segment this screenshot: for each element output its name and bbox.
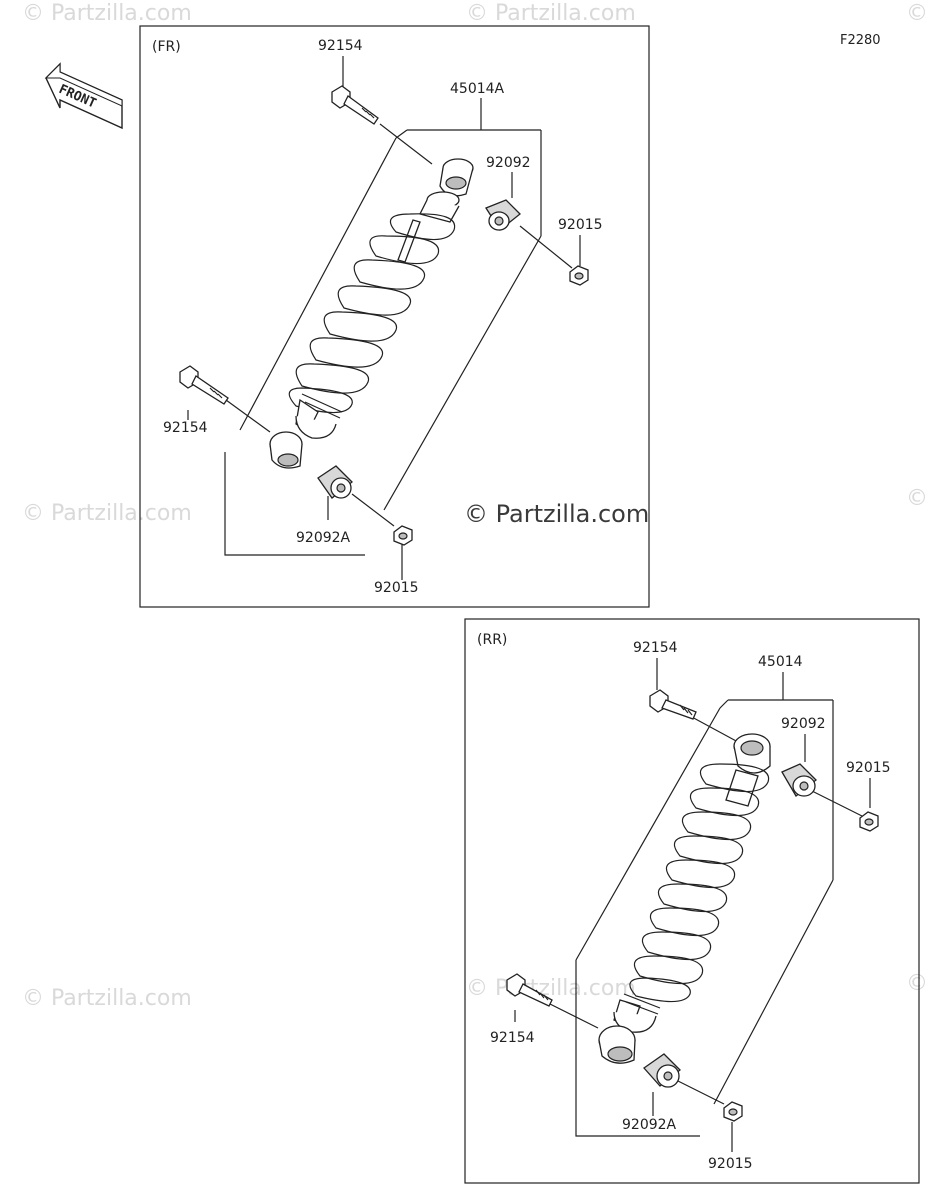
- rear-panel-border: [464, 618, 920, 1184]
- label-nut-bottom: 92015: [374, 580, 419, 596]
- label-bolt-top: 92154: [318, 38, 363, 54]
- sleeve-top-icon: [733, 733, 771, 774]
- label-bolt-bottom: 92154: [490, 1030, 535, 1046]
- label-bolt-top: 92154: [633, 640, 678, 656]
- axis-line: [545, 715, 863, 1105]
- bushing-top-icon: [781, 763, 817, 797]
- label-nut-top: 92015: [558, 217, 603, 233]
- label-bushing-top: 92092: [486, 155, 531, 171]
- watermark: © Partzilla.com: [466, 976, 636, 1001]
- label-bushing-top: 92092: [781, 716, 826, 732]
- watermark: © Partzilla.com: [906, 486, 928, 511]
- watermark: © Partzilla.com: [906, 971, 928, 996]
- watermarks: © Partzilla.com © Partzilla.com © Partzi…: [22, 1, 928, 1011]
- sleeve-bottom-icon: [598, 1025, 636, 1064]
- watermark: © Partzilla.com: [22, 1, 192, 26]
- front-arrow-icon: FRONT: [44, 62, 123, 130]
- partzilla-watermark: © Partzilla.com: [464, 500, 649, 528]
- assembly-bracket: [224, 98, 542, 556]
- watermark: © Partzilla.com: [22, 986, 192, 1011]
- bolt-top-icon: [331, 85, 379, 125]
- front-panel-tag: (FR): [152, 39, 181, 55]
- watermark: © Partzilla.com: [466, 1, 636, 26]
- nut-bottom-icon: [723, 1101, 743, 1122]
- bushing-bottom-icon: [317, 465, 353, 499]
- shock-absorber-rear-icon: [613, 763, 770, 1033]
- shock-absorber-front-icon: [288, 191, 460, 439]
- label-shock-assembly: 45014A: [450, 81, 505, 97]
- label-bushing-bottom: 92092A: [296, 530, 351, 546]
- rear-panel: (RR) 92154 45014 92092 92015 92154 92092…: [464, 618, 920, 1184]
- nut-top-icon: [859, 811, 879, 832]
- sleeve-top-icon: [439, 158, 474, 197]
- label-bushing-bottom: 92092A: [622, 1117, 677, 1133]
- nut-bottom-icon: [393, 525, 413, 546]
- figure-code: F2280: [840, 33, 881, 48]
- axis-line: [225, 123, 573, 527]
- bushing-bottom-icon: [643, 1053, 681, 1088]
- assembly-bracket: [575, 672, 834, 1137]
- label-shock-assembly: 45014: [758, 654, 803, 670]
- nut-top-icon: [569, 265, 589, 286]
- bolt-bottom-icon: [506, 973, 553, 1007]
- bolt-bottom-icon: [179, 365, 229, 405]
- sleeve-bottom-icon: [269, 431, 303, 469]
- front-panel-border: [139, 25, 650, 608]
- watermark: © Partzilla.com: [906, 1, 928, 26]
- front-panel: (FR) 92154 45014A 92092 92015 92154 9209…: [139, 25, 650, 608]
- label-bolt-bottom: 92154: [163, 420, 208, 436]
- label-nut-bottom: 92015: [708, 1156, 753, 1172]
- rear-panel-tag: (RR): [477, 632, 507, 648]
- label-nut-top: 92015: [846, 760, 891, 776]
- bushing-top-icon: [485, 199, 521, 231]
- bolt-top-icon: [649, 689, 697, 720]
- watermark: © Partzilla.com: [22, 501, 192, 526]
